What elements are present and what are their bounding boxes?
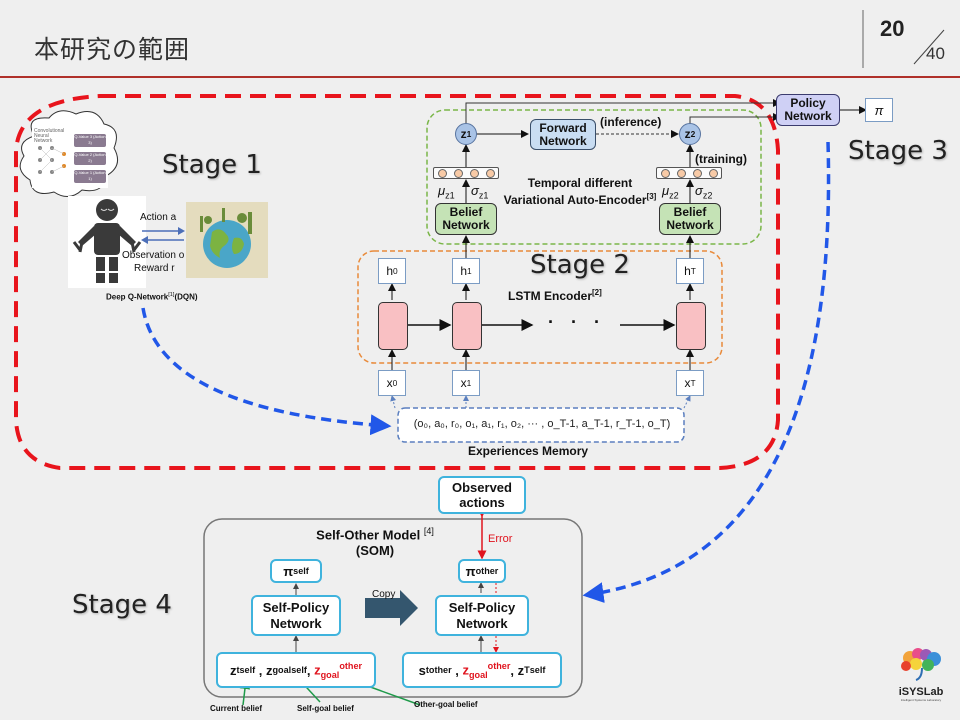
page-slash — [913, 29, 945, 65]
latent-vector-2 — [656, 167, 722, 179]
page-separator — [862, 10, 864, 68]
sigma-z1: σz1 — [471, 183, 489, 201]
robot-agent — [68, 196, 146, 288]
earth-icon — [200, 208, 252, 268]
flow-arrow-policy-to-som — [582, 141, 831, 603]
observation-arrow — [141, 236, 184, 244]
stage-boundary-red — [14, 94, 780, 470]
robot-icon — [72, 199, 142, 283]
page-current: 20 — [880, 16, 905, 41]
copy-arrow — [365, 590, 418, 626]
neural-net-icon — [38, 146, 66, 174]
current-belief-label: Current belief — [210, 704, 263, 713]
observation-label: Observation o — [122, 250, 185, 261]
page-total: 40 — [926, 44, 945, 63]
cnn-title: Convolutional Neural Network — [34, 128, 65, 144]
q-value-1: Q-Value 1 (Action 1) — [74, 170, 106, 183]
q-value-3: Q-Value 3 (Action 3) — [74, 134, 106, 147]
mu-z2: μz2 — [662, 183, 679, 201]
q-value-2: Q-Value 2 (Action 2) — [74, 152, 106, 165]
inference-label: (inference) — [600, 115, 662, 129]
stage-3-label: Stage 3 — [848, 136, 948, 166]
stage-4-label: Stage 4 — [72, 590, 172, 620]
error-label: Error — [488, 533, 513, 545]
self-policy-network-left: Self-Policy Network — [251, 595, 341, 636]
lstm-cell-1 — [452, 302, 482, 350]
other-goal-belief-label: Other-goal belief — [414, 700, 478, 709]
action-arrow — [142, 227, 185, 235]
isyslab-logo: iSYSLab Intelligent Systems Laboratory — [896, 646, 946, 702]
som-boundary — [203, 518, 583, 698]
lstm-boundary — [357, 250, 723, 364]
flow-arrow-dqn-to-memory — [141, 307, 392, 436]
forward-network: Forward Network — [530, 119, 596, 150]
header-rule — [0, 76, 960, 78]
cnn-diagram: Convolutional Neural Network Q-Value 3 (… — [32, 128, 108, 188]
policy-network: Policy Network — [776, 94, 840, 126]
latent-vector-1 — [433, 167, 499, 179]
lstm-ellipsis: · · · — [548, 312, 606, 332]
stage-2-label: Stage 2 — [530, 250, 630, 280]
self-goal-belief-label: Self-goal belief — [297, 704, 354, 713]
sigma-z2: σz2 — [695, 183, 713, 201]
reward-label: Reward r — [134, 263, 175, 274]
memory-boundary — [397, 407, 685, 443]
logo-subtitle: Intelligent Systems Laboratory — [900, 698, 942, 702]
som-title: Self-Other Model [4] (SOM) — [316, 526, 434, 559]
memory-label: Experiences Memory — [468, 444, 589, 458]
dqn-label: Deep Q-Network[1](DQN) — [106, 292, 198, 302]
lstm-cell-T — [676, 302, 706, 350]
belief-network-2: Belief Network — [659, 203, 721, 235]
lstm-title: LSTM Encoder[2] — [508, 288, 602, 303]
environment-earth — [186, 202, 268, 278]
belief-network-1: Belief Network — [435, 203, 497, 235]
experience-sequence: (o₀, a₀, r₀, o₁, a₁, r₁, o₂, ··· , o_T-1… — [413, 418, 671, 430]
tdvae-boundary — [426, 109, 762, 245]
policy-output-pi: π — [865, 98, 893, 122]
lstm-cell-0 — [378, 302, 408, 350]
stage-1-label: Stage 1 — [162, 150, 262, 180]
slide-title: 本研究の範囲 — [34, 35, 191, 64]
logo-name: iSYSLab — [898, 686, 944, 698]
brain-gears-icon — [901, 648, 941, 681]
training-label: (training) — [695, 152, 747, 166]
observed-actions: Observed actions — [438, 476, 526, 514]
mu-z1: μz1 — [438, 183, 455, 201]
self-policy-network-right: Self-Policy Network — [435, 595, 529, 636]
copy-label: Copy — [372, 589, 396, 600]
action-label: Action a — [140, 212, 177, 223]
